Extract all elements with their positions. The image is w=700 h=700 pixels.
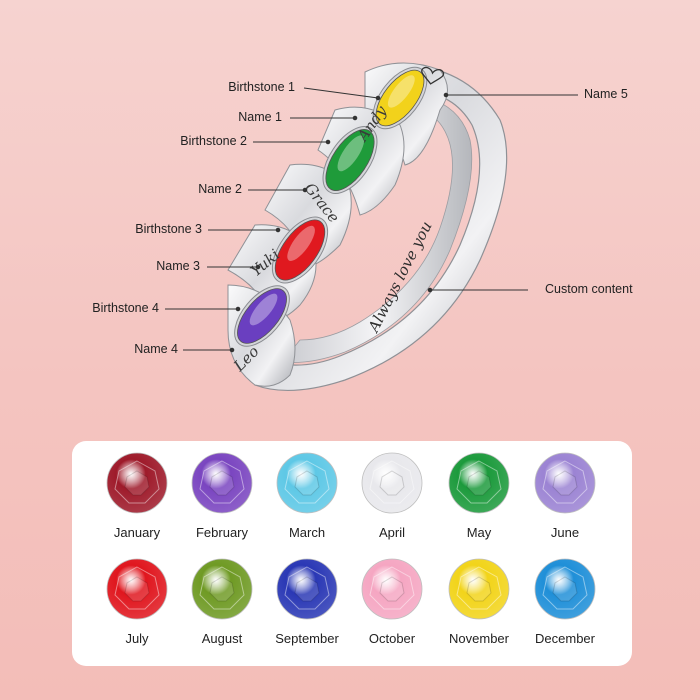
birthstone-month-label: July: [125, 631, 149, 646]
ring-stone: [372, 66, 428, 130]
callout-name-1: Name 1: [238, 110, 282, 124]
ring-stone: [271, 216, 329, 284]
ring-stone: [234, 285, 290, 347]
birthstone-item: October: [347, 557, 437, 646]
callout-name-3: Name 3: [156, 259, 200, 273]
birthstone-month-label: December: [535, 631, 595, 646]
birthstone-item: January: [92, 451, 182, 540]
birthstone-gem-icon: [361, 452, 423, 514]
birthstone-gem-icon: [534, 452, 596, 514]
birthstone-month-label: March: [288, 525, 326, 540]
callout-birthstone-4: Birthstone 4: [92, 301, 159, 315]
birthstone-item: September: [262, 557, 352, 646]
birthstone-month-label: January: [113, 525, 161, 540]
birthstone-gem-icon: [191, 558, 253, 620]
birthstone-gem-icon: [448, 558, 510, 620]
birthstone-gem-icon: [448, 452, 510, 514]
birthstone-month-label: October: [368, 631, 416, 646]
callout-lines: [165, 87, 578, 353]
birthstone-item: November: [434, 557, 524, 646]
heart-icon: [421, 66, 445, 85]
birthstone-item: February: [177, 451, 267, 540]
callout-birthstone-3: Birthstone 3: [135, 222, 202, 236]
birthstone-gem-icon: [361, 558, 423, 620]
birthstone-item: December: [520, 557, 610, 646]
ring-illustration: Always love you Andy Grace Yuki Leo: [92, 62, 633, 392]
birthstone-month-label: May: [466, 525, 492, 540]
birthstone-item: May: [434, 451, 524, 540]
birthstone-month-label: August: [201, 631, 243, 646]
callout-birthstone-2: Birthstone 2: [180, 134, 247, 148]
callout-name-2: Name 2: [198, 182, 242, 196]
birthstone-gem-icon: [106, 452, 168, 514]
birthstone-item: April: [347, 451, 437, 540]
birthstone-month-label: June: [550, 525, 580, 540]
callout-birthstone-1: Birthstone 1: [228, 80, 295, 94]
ring-drawing: Always love you Andy Grace Yuki Leo: [165, 62, 578, 392]
birthstone-month-label: April: [378, 525, 405, 540]
birthstone-gem-icon: [276, 558, 338, 620]
birthstone-gem-icon: [106, 558, 168, 620]
birthstone-month-label: February: [195, 525, 249, 540]
birthstone-item: July: [92, 557, 182, 646]
birthstone-month-label: November: [449, 631, 509, 646]
callout-custom-content: Custom content: [545, 282, 633, 296]
birthstone-gem-icon: [191, 452, 253, 514]
birthstone-item: March: [262, 451, 352, 540]
ring-stone: [322, 126, 378, 194]
callout-name-5: Name 5: [584, 87, 628, 101]
birthstone-month-label: September: [275, 631, 339, 646]
birthstone-gem-icon: [534, 558, 596, 620]
birthstone-item: June: [520, 451, 610, 540]
birthstone-gem-icon: [276, 452, 338, 514]
birthstone-item: August: [177, 557, 267, 646]
callout-name-4: Name 4: [134, 342, 178, 356]
ring-stones: [234, 66, 428, 347]
